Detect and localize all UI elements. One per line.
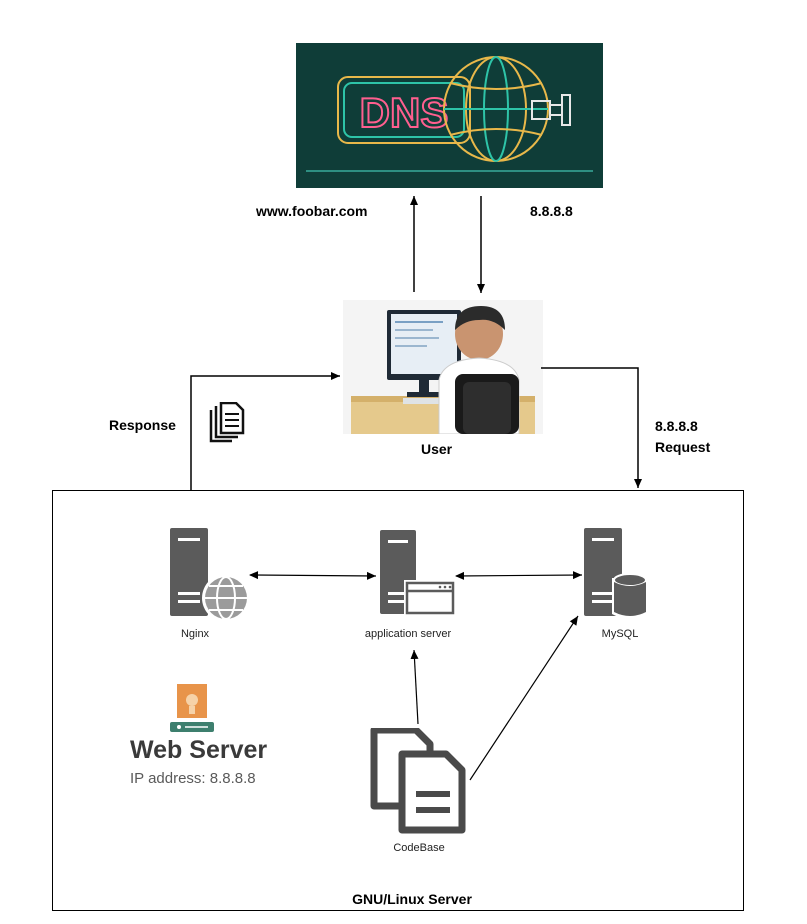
response-arrow: [190, 372, 340, 490]
request-label: Request: [655, 439, 711, 455]
nginx-app-link: [249, 571, 377, 580]
user-illustration: [343, 300, 543, 435]
codebase-files-icon: [370, 726, 466, 834]
dns-globe-icon: DNS: [306, 56, 593, 172]
app-mysql-link: [455, 571, 583, 580]
linux-server-frame: [52, 490, 744, 911]
user-at-computer-icon: [343, 300, 543, 435]
codebase-app-link: [410, 649, 419, 725]
response-document-icon: [208, 401, 246, 444]
mysql-label: MySQL: [601, 628, 639, 640]
codebase-mysql-link: [469, 615, 579, 781]
response-label: Response: [109, 417, 176, 433]
request-ip-label: 8.8.8.8: [655, 418, 698, 434]
nginx-server-icon: [168, 528, 252, 624]
server-frame-label: GNU/Linux Server: [352, 891, 472, 907]
web-server-badge-icon: [170, 684, 214, 736]
dns-banner: DNS: [296, 43, 603, 188]
web-server-title: Web Server: [130, 736, 268, 764]
dns-logo-text: DNS: [360, 89, 449, 136]
nginx-label: Nginx: [180, 628, 210, 640]
codebase-label: CodeBase: [393, 842, 445, 854]
domain-query-label: www.foobar.com: [256, 203, 368, 219]
application-server-icon: [380, 530, 460, 618]
mysql-server-icon: [584, 528, 656, 622]
request-arrow: [541, 367, 642, 488]
web-server-ip: IP address: 8.8.8.8: [130, 770, 256, 787]
user-label: User: [421, 441, 453, 457]
dns-answer-label: 8.8.8.8: [530, 203, 573, 219]
application-server-label: application server: [364, 628, 452, 640]
